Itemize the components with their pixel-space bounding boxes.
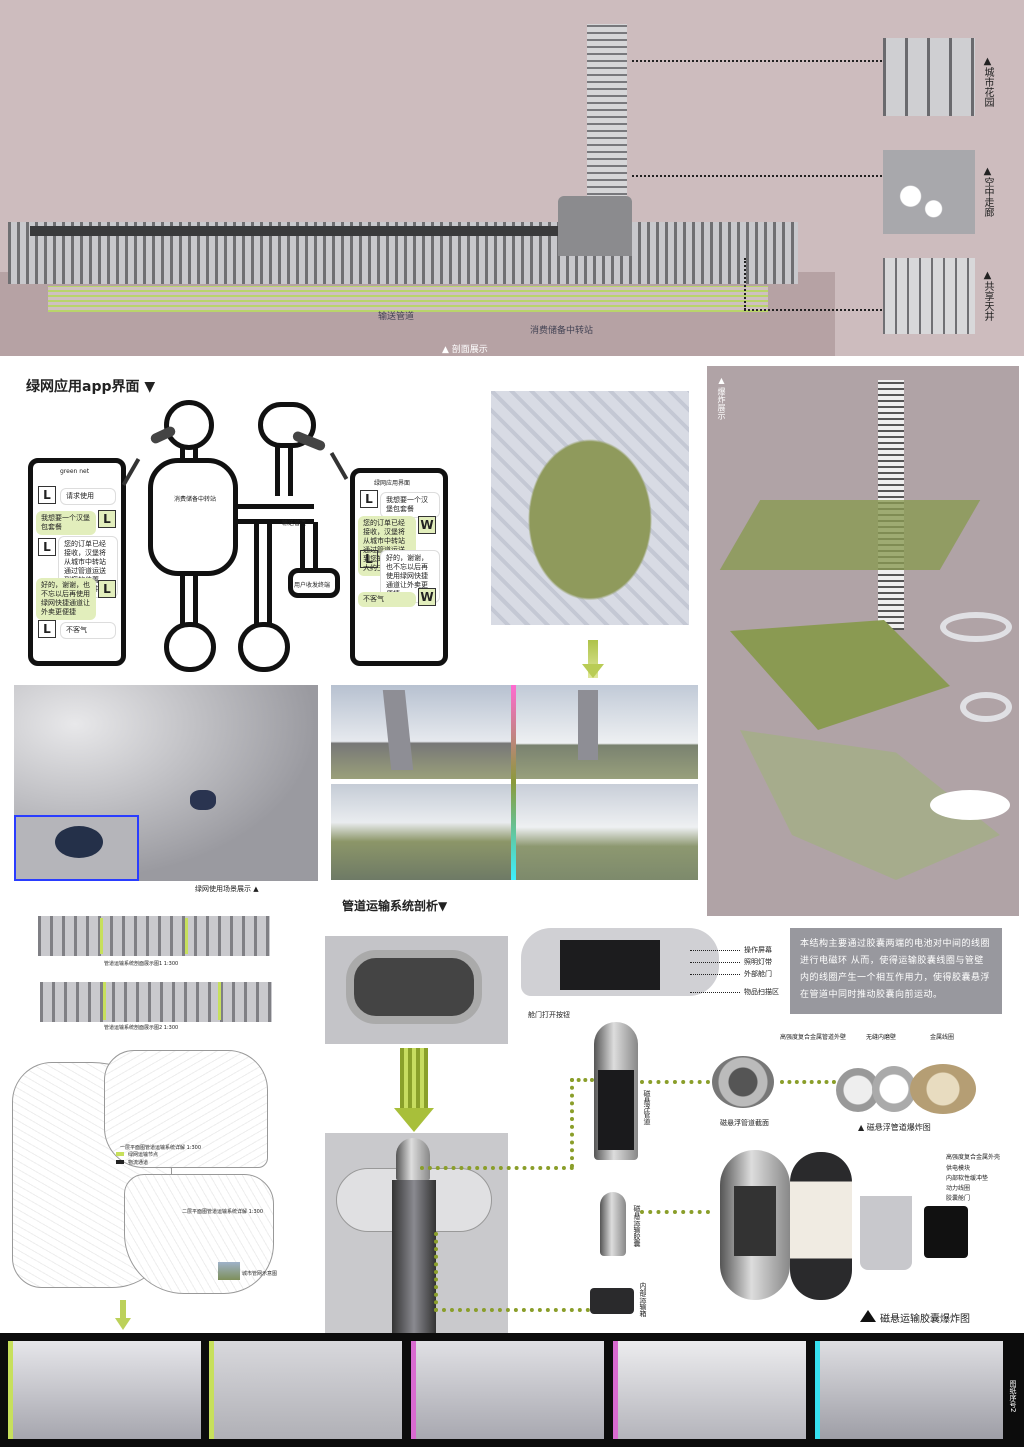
- sky-garden-thumb: [883, 38, 975, 116]
- pipeline-section-2: [40, 982, 272, 1022]
- app-title: 绿网应用app界面 ▼: [26, 379, 156, 395]
- door-label: 动力线圈: [946, 1185, 971, 1192]
- roof-band: [30, 226, 570, 236]
- pipeline-title: 管道运输系统剖析▼: [342, 899, 448, 913]
- section-caption: ▲ 剖面展示: [442, 345, 488, 355]
- city-photo: [218, 1262, 240, 1280]
- hub-node-label: 消费储备中转站: [174, 496, 217, 503]
- left-phone-header: green net: [60, 468, 90, 475]
- tube-section: [712, 1056, 774, 1108]
- left-msg-tag-1: L: [98, 510, 116, 528]
- pipeline-band: [48, 286, 768, 312]
- hub-label: 消费储备中转站: [530, 326, 594, 336]
- plan-caption-1: 一层平面图管道运输系统详解 1:300: [120, 1145, 202, 1151]
- capsule-label: 磁悬运输胶囊: [633, 1205, 641, 1247]
- node-top-left: [164, 400, 214, 450]
- door-button-label: 舱门打开按钮: [528, 1011, 570, 1019]
- node-bottom-left: [164, 622, 216, 672]
- terminal-label: 内部运输箱: [639, 1282, 647, 1317]
- lighting-label: 照明灯带: [744, 958, 772, 966]
- coil-label: 金属线圈: [930, 1034, 955, 1041]
- user-terminal-node: [288, 568, 340, 598]
- right-msg-3: 不客气: [358, 592, 416, 607]
- ground-block: [0, 272, 835, 356]
- node-bottom-right: [238, 622, 290, 672]
- tower: [587, 24, 627, 202]
- explode-title: 磁悬运输胶囊爆炸图: [880, 1314, 970, 1325]
- left-msg-tag-2: L: [38, 538, 56, 556]
- small-capsule: [600, 1192, 626, 1256]
- pipeline-label: 输送管道: [378, 312, 415, 322]
- legend-1: 绿网运输节点: [128, 1152, 159, 1158]
- scan-label: 物品扫描区: [744, 988, 779, 996]
- left-msg-tag-4: L: [38, 620, 56, 638]
- left-msg-tag-0: L: [38, 486, 56, 504]
- section-caption-1: 管道运输系统剖面展示图1 1:300: [104, 961, 179, 967]
- right-msg-tag-2: L: [360, 550, 378, 568]
- section-caption-2: 管道运输系统剖面展示图2 1:300: [104, 1025, 179, 1031]
- left-msg-tag-3: L: [98, 580, 116, 598]
- left-msg-1: 我想要一个汉堡包套餐: [36, 511, 96, 535]
- battery-label: 供电模块: [946, 1165, 971, 1172]
- bottom-render-4: [613, 1341, 806, 1439]
- pipe-label: 输送管道: [282, 520, 307, 527]
- plan-caption-2: 二层平面图管道运输系统详解 1:300: [182, 1209, 264, 1215]
- right-msg-0: 我想要一个汉堡包套餐: [380, 492, 440, 518]
- exterior-render-4: [516, 784, 698, 880]
- cabin-label: 胶囊舱门: [946, 1195, 971, 1202]
- node-top-right: [258, 402, 316, 448]
- bottom-render-3: [411, 1341, 604, 1439]
- shared-atrium-thumb: [883, 258, 975, 334]
- tube-label: 磁悬浮管道: [643, 1090, 651, 1125]
- capsule-inner: [790, 1152, 852, 1300]
- floor-plan-3: [124, 1174, 274, 1294]
- alloy-wall-label: 高强度复合金属管道外壁: [780, 1034, 847, 1041]
- description-box: 本结构主要通过胶囊两端的电池对中间的线圈进行电磁环 从而，使得运输胶囊线圈与管壁…: [790, 928, 1002, 1014]
- control-label: 操作屏幕: [744, 946, 772, 954]
- photo-caption: 城市管网示意图: [242, 1271, 278, 1277]
- right-msg-tag-3: W: [418, 588, 436, 606]
- user-terminal-label: 用户收发终端: [294, 582, 331, 589]
- left-msg-0: 请求使用: [60, 488, 116, 505]
- bottom-render-2: [209, 1341, 402, 1439]
- outer-door-label: 外部舱门: [744, 970, 772, 978]
- legend-2: 物流通道: [128, 1160, 149, 1166]
- exterior-render-1: [331, 685, 511, 779]
- description-text: 本结构主要通过胶囊两端的电池对中间的线圈进行电磁环 从而，使得运输胶囊线圈与管壁…: [800, 939, 991, 1000]
- capsule-cabin: [860, 1196, 912, 1270]
- air-corridor-label: ▲空中走廊: [982, 166, 993, 217]
- interior-caption: 绿网使用场景展示 ▲: [195, 885, 259, 893]
- exploded-title: ▲ 爆炸展示: [717, 376, 726, 420]
- left-msg-3: 好的，谢谢，也不忘以后再使用绿网快捷通道让外卖更便捷: [36, 578, 96, 620]
- tube-section-label: 磁悬浮管道截面: [720, 1119, 769, 1127]
- aerial-map: [491, 391, 689, 625]
- pipeline-section-1: [38, 916, 270, 956]
- inner-wall-label: 无缝内磨壁: [866, 1034, 897, 1041]
- hub-node: [148, 458, 238, 576]
- right-phone-header: 绿网应用界面: [374, 480, 411, 487]
- tube-explode-label: ▲ 磁悬浮管道爆炸图: [858, 1123, 931, 1132]
- capsule-door: [924, 1206, 968, 1258]
- tower-base: [558, 196, 632, 256]
- left-msg-4: 不客气: [60, 622, 116, 639]
- sky-garden-label: ▲城市花园: [982, 56, 993, 107]
- shared-atrium-label: ▲共享天井: [982, 270, 993, 321]
- page-tag: 图纸序号2: [1009, 1380, 1017, 1413]
- exterior-render-3: [331, 784, 511, 880]
- air-corridor-thumb: [883, 150, 975, 234]
- bottom-render-5: [815, 1341, 1003, 1439]
- exterior-render-2: [516, 685, 698, 779]
- right-msg-tag-1: W: [418, 516, 436, 534]
- shell-label: 高强度复合金属外壳: [946, 1154, 1001, 1161]
- terminal-box: [590, 1288, 634, 1314]
- inner-label: 内部软性缓冲垫: [946, 1175, 989, 1182]
- floor-plan-2: [104, 1050, 268, 1168]
- right-msg-tag-0: L: [360, 490, 378, 508]
- bottom-render-1: [8, 1341, 201, 1439]
